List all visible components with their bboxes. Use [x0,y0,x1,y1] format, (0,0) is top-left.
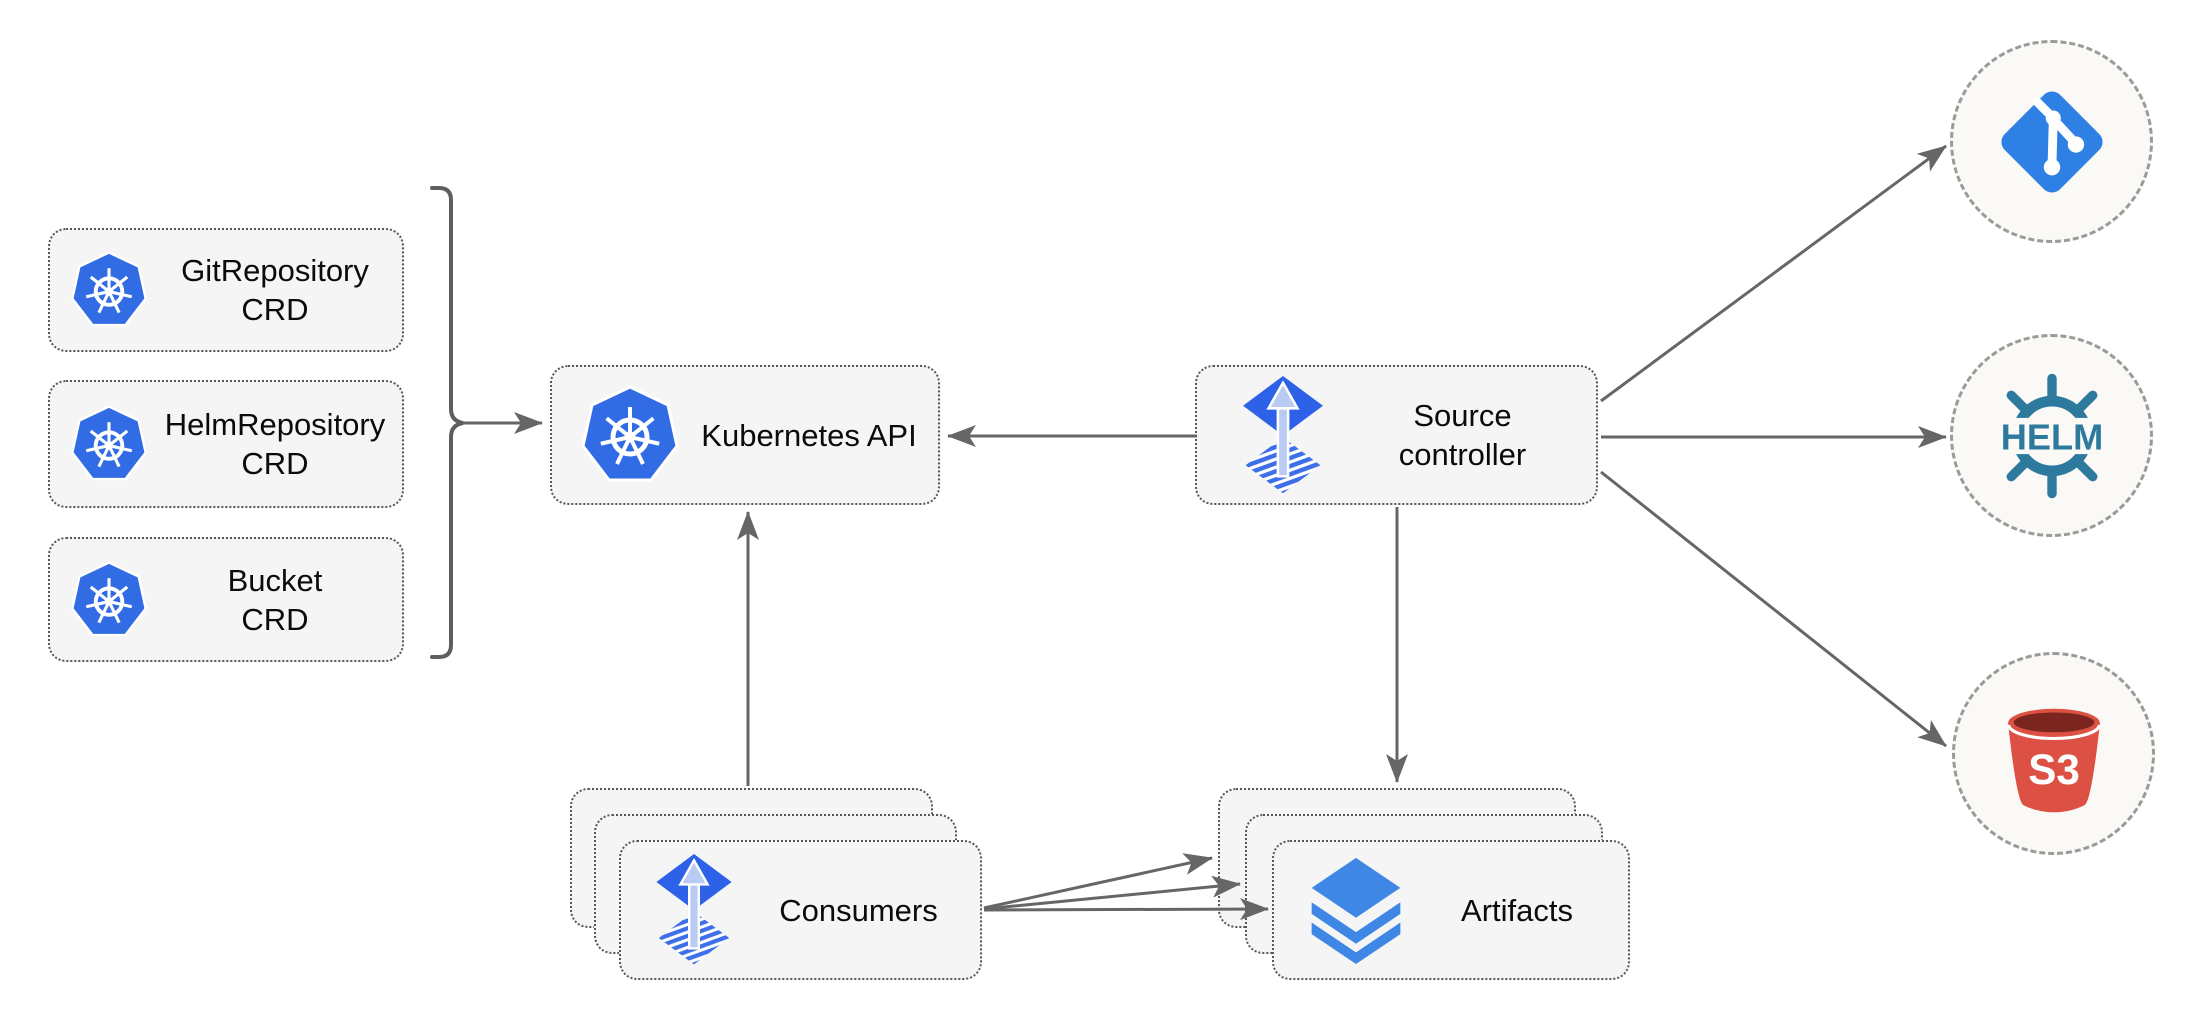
artifacts-label: Artifacts [1461,892,1573,928]
helmrepository-crd-label: HelmRepository CRD [148,405,402,483]
crd-label-line2: CRD [241,601,309,637]
crd-label-line1: Bucket [227,562,323,598]
consumers-stack: Consumers [570,788,982,980]
crd-label-line1: HelmRepository [164,407,386,442]
source-controller-label: Source controller [1329,396,1596,474]
source-controller-box: Source controller [1195,365,1598,505]
bucket-crd-box: Bucket CRD [48,537,404,662]
artifacts-stack: Artifacts [1218,788,1630,980]
gitrepository-crd-box: GitRepository CRD [48,228,404,352]
consumers-box: Consumers [619,840,982,980]
kubernetes-icon [580,385,680,485]
arrow-source-controller-to-git [1600,144,1947,403]
helm-icon: HELM [1985,369,2119,503]
s3-source-node: S3 [1952,652,2155,855]
source-controller-line2: controller [1398,437,1527,472]
helm-wordmark: HELM [2000,416,2102,457]
flux-icon [651,854,737,966]
kubernetes-icon [70,251,148,329]
kubernetes-icon [70,405,148,483]
arrow-consumers-to-artifacts-2 [983,875,1241,911]
arrow-source-controller-to-s3 [1600,470,1947,748]
crd-label-line1: GitRepository [181,253,369,288]
layers-icon [1306,856,1406,964]
kubernetes-icon [70,561,148,639]
s3-wordmark: S3 [2028,745,2080,792]
flux-icon [1237,376,1329,495]
git-source-node [1950,40,2153,243]
s3-bucket-icon: S3 [1992,692,2116,816]
kubernetes-api-label: Kubernetes API [701,417,917,453]
source-controller-line1: Source [1413,398,1512,433]
git-icon [1989,79,2115,205]
crd-label-line2: CRD [241,446,309,481]
consumers-label: Consumers [779,892,938,928]
gitrepository-crd-label: GitRepository CRD [148,251,402,329]
grouping-bracket [430,186,464,659]
bracket-path [430,186,464,659]
crd-label-line2: CRD [241,292,309,327]
helmrepository-crd-box: HelmRepository CRD [48,380,404,508]
artifacts-box: Artifacts [1272,840,1630,980]
helm-source-node: HELM [1950,334,2153,537]
arrow-consumers-to-artifacts-1 [983,853,1213,910]
kubernetes-api-box: Kubernetes API [550,365,940,505]
bucket-crd-label: Bucket CRD [148,561,402,639]
